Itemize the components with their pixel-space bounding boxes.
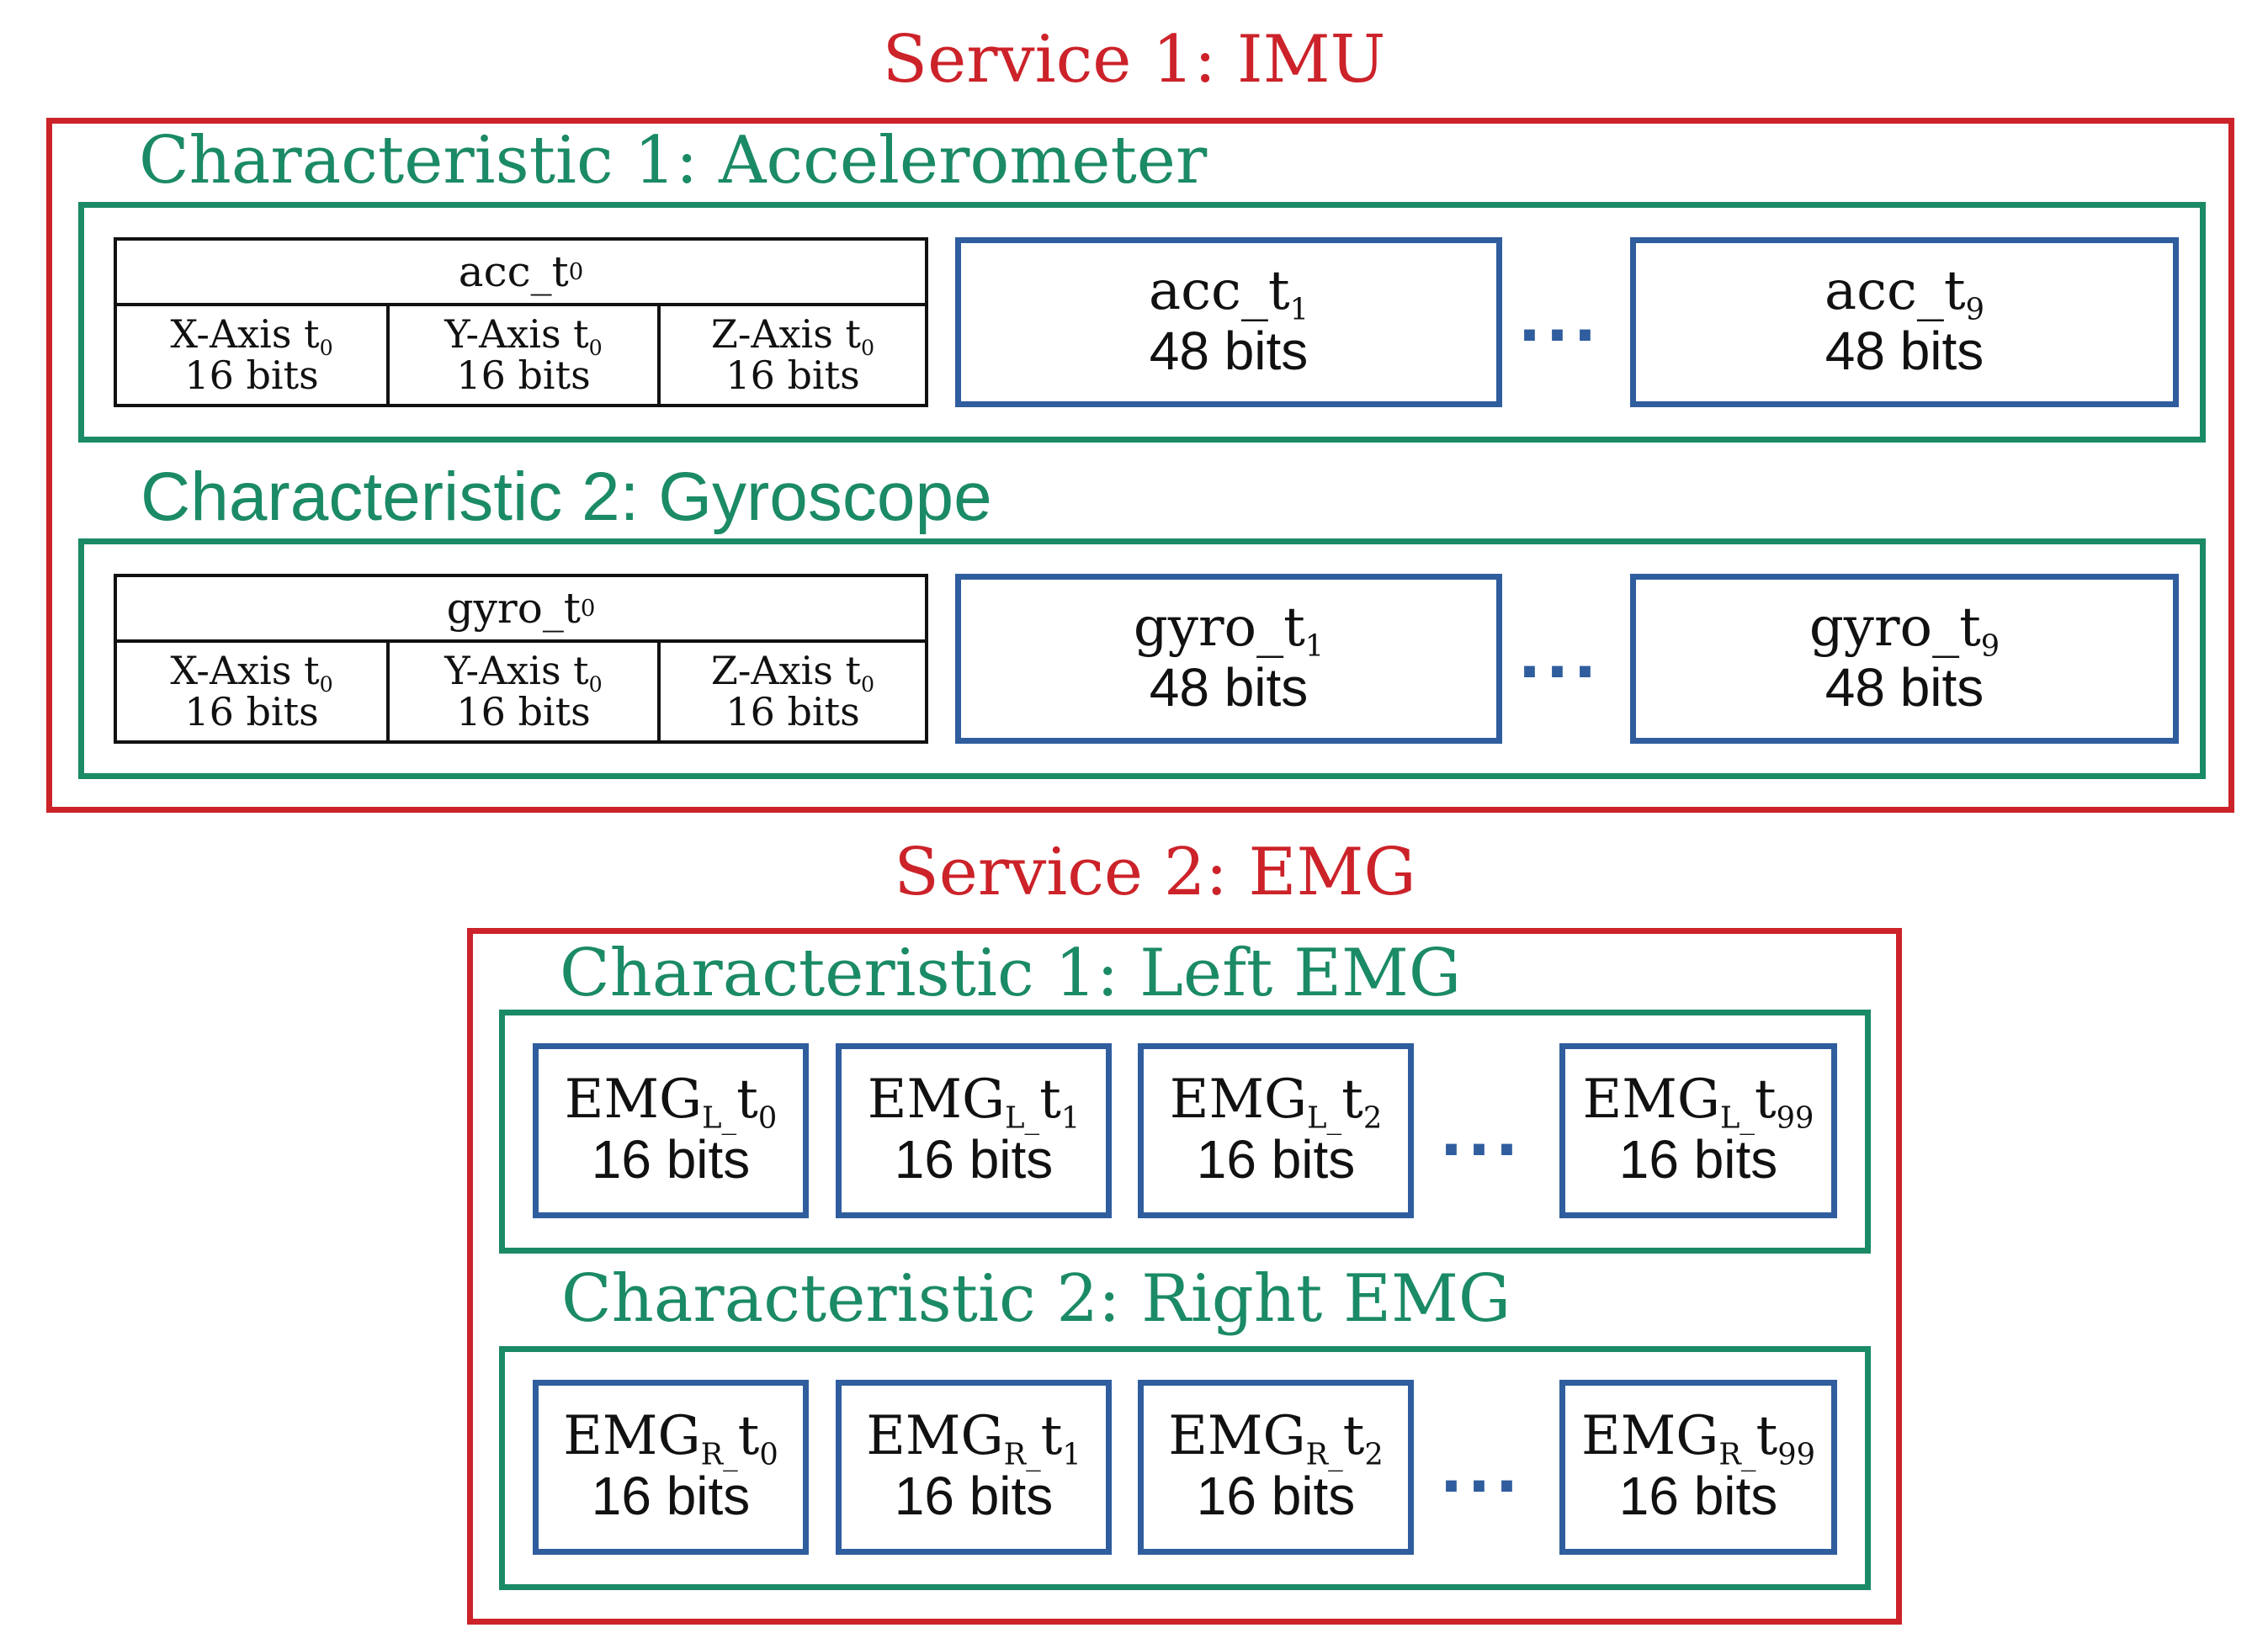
acc-divider-1 bbox=[386, 306, 390, 404]
emg-right-ellipsis: ... bbox=[1441, 1424, 1525, 1508]
acc-t9-packet: acc_t9 48 bits bbox=[1630, 237, 2179, 407]
emg-right-t99-packet: EMGR_t99 16 bits bbox=[1559, 1380, 1837, 1555]
gyro-y-axis-field: Y-Axis t0 16 bits bbox=[444, 647, 603, 734]
acc-x-axis-field: X-Axis t0 16 bits bbox=[170, 310, 333, 398]
service-1-box bbox=[46, 118, 2234, 813]
gyro-divider-2 bbox=[657, 643, 661, 740]
acc-t1-packet: acc_t1 48 bits bbox=[955, 237, 1502, 407]
characteristic-left-emg-box bbox=[499, 1010, 1871, 1254]
gyro-t9-packet: gyro_t9 48 bits bbox=[1630, 574, 2179, 744]
emg-right-t2-packet: EMGR_t2 16 bits bbox=[1138, 1380, 1414, 1555]
emg-left-t2-packet: EMGL_t2 16 bits bbox=[1138, 1043, 1414, 1218]
characteristic-right-emg-box bbox=[499, 1346, 1871, 1590]
emg-left-t99-packet: EMGL_t99 16 bits bbox=[1559, 1043, 1837, 1218]
gyro-ellipsis: ... bbox=[1519, 610, 1603, 694]
gyro-z-axis-field: Z-Axis t0 16 bits bbox=[710, 647, 875, 734]
emg-left-t0-packet: EMGL_t0 16 bits bbox=[533, 1043, 809, 1218]
service-2-box bbox=[467, 928, 1902, 1625]
emg-right-t0-packet: EMGR_t0 16 bits bbox=[533, 1380, 809, 1555]
characteristic-accelerometer-box bbox=[78, 202, 2206, 443]
acc-ellipsis: ... bbox=[1519, 273, 1603, 358]
gyro-divider-1 bbox=[386, 643, 390, 740]
service-2-title: Service 2: EMG bbox=[894, 835, 1416, 910]
characteristic-accelerometer-title: Characteristic 1: Accelerometer bbox=[139, 123, 1208, 199]
acc-z-axis-field: Z-Axis t0 16 bits bbox=[710, 310, 875, 398]
emg-left-ellipsis: ... bbox=[1441, 1088, 1525, 1172]
acc-divider-2 bbox=[657, 306, 661, 404]
acc-y-axis-field: Y-Axis t0 16 bits bbox=[444, 310, 603, 398]
gyro-t1-packet: gyro_t1 48 bits bbox=[955, 574, 1502, 744]
characteristic-gyroscope-title: Characteristic 2: Gyroscope bbox=[141, 459, 992, 535]
emg-left-t1-packet: EMGL_t1 16 bits bbox=[836, 1043, 1112, 1218]
emg-right-t1-packet: EMGR_t1 16 bits bbox=[836, 1380, 1112, 1555]
service-1-title: Service 1: IMU bbox=[882, 22, 1386, 98]
gyro-x-axis-field: X-Axis t0 16 bits bbox=[170, 647, 333, 734]
characteristic-gyroscope-box bbox=[78, 538, 2206, 779]
characteristic-right-emg-title: Characteristic 2: Right EMG bbox=[561, 1261, 1511, 1337]
characteristic-left-emg-title: Characteristic 1: Left EMG bbox=[560, 936, 1462, 1011]
